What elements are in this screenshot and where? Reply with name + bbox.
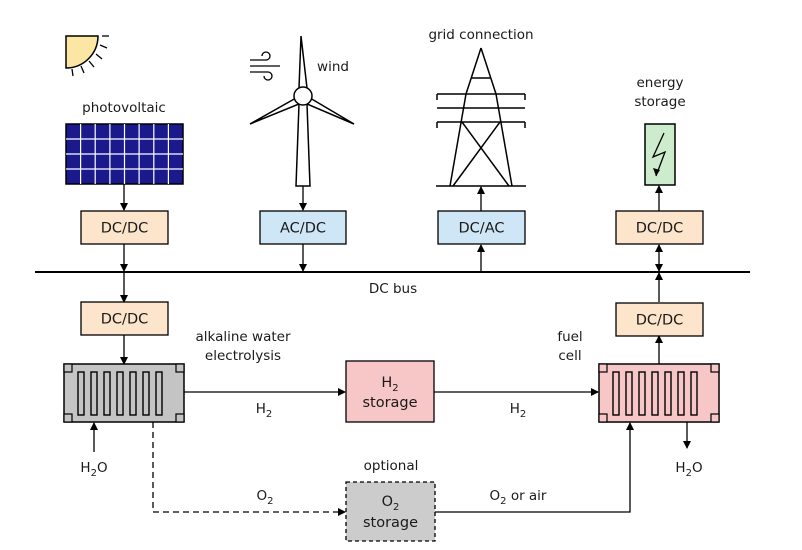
connector-arrows <box>120 184 663 365</box>
o2-dashed-arrow <box>152 422 346 516</box>
pv-converter-box: DC/DC <box>80 210 169 245</box>
solar-panel-icon <box>65 123 184 185</box>
pv-converter-label: DC/DC <box>101 221 148 237</box>
optional-label: optional <box>364 458 419 474</box>
o2-or-air-arrow <box>435 422 634 513</box>
electrolyzer-converter-label: DC/DC <box>101 312 148 328</box>
wind-gust-icon <box>250 51 280 81</box>
pv-label: photovoltaic <box>82 100 166 116</box>
water-arrows <box>90 422 691 452</box>
o2-storage-box: O2 storage <box>345 481 436 542</box>
fuel-cell-label-2: cell <box>558 348 581 364</box>
o2-or-air-label: O2 or air <box>490 488 547 507</box>
water-out-label: H2O <box>675 460 702 479</box>
transmission-tower-icon <box>436 47 526 187</box>
battery-icon <box>644 123 676 186</box>
h2-storage-formula: H2 <box>381 375 398 394</box>
fuel-cell-converter-label: DC/DC <box>636 313 683 329</box>
storage-converter-box: DC/DC <box>615 210 704 245</box>
energy-storage-label-2: storage <box>634 94 685 110</box>
energy-storage-label-1: energy <box>636 75 683 91</box>
h2-storage-label: storage <box>362 395 417 411</box>
electrolyzer-converter-box: DC/DC <box>80 301 169 336</box>
o2-storage-formula: O2 <box>382 494 400 513</box>
fuel-cell-converter-box: DC/DC <box>615 302 704 337</box>
wind-converter-box: AC/DC <box>259 210 347 245</box>
water-in-label: H2O <box>80 460 107 479</box>
h2-sub: 2 <box>392 383 398 394</box>
electrolysis-label-2: electrolysis <box>205 348 281 364</box>
storage-converter-label: DC/DC <box>636 221 683 237</box>
h2-flow-label-2: H2 <box>510 401 527 420</box>
grid-converter-label: DC/AC <box>459 221 505 237</box>
dc-bus-label: DC bus <box>369 281 417 297</box>
h2-storage-box: H2 storage <box>345 360 435 423</box>
sun-icon <box>65 35 109 77</box>
electrolysis-label-1: alkaline water <box>196 329 291 345</box>
o2-storage-label: storage <box>363 515 418 531</box>
fuel-cell-label-1: fuel <box>557 329 582 345</box>
o2-flow-label: O2 <box>256 488 273 507</box>
wind-converter-label: AC/DC <box>280 221 326 237</box>
grid-converter-box: DC/AC <box>437 210 526 245</box>
h2-flow-label-1: H2 <box>256 401 273 420</box>
wind-label: wind <box>317 59 349 75</box>
electrolyzer-stack <box>63 363 185 423</box>
h2-base: H <box>381 375 392 391</box>
grid-label: grid connection <box>428 27 533 43</box>
fuel-cell-stack <box>598 363 720 423</box>
wind-turbine-icon <box>249 35 355 187</box>
